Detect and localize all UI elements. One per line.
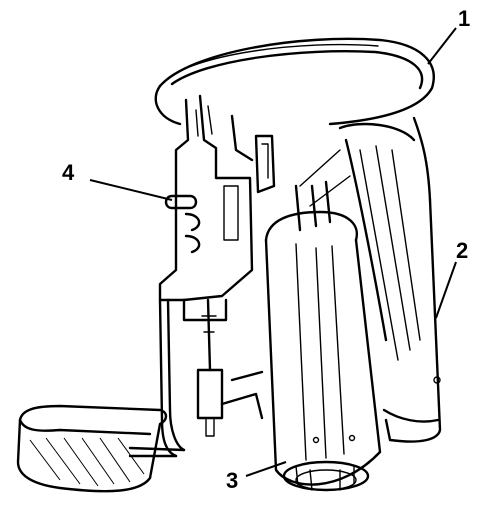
- reservoir-housing: [264, 210, 382, 492]
- callout-1: 1: [458, 6, 470, 31]
- callout-3: 3: [226, 468, 238, 493]
- mounting-bracket: [158, 94, 276, 322]
- leader-3: [245, 461, 287, 477]
- callout-2: 2: [456, 238, 468, 263]
- float: [16, 404, 168, 493]
- leader-4: [89, 179, 173, 201]
- fuel-level-sender: [128, 298, 264, 458]
- leader-1: [427, 27, 457, 65]
- flange-top-cover: [154, 37, 435, 202]
- leader-2: [435, 261, 457, 319]
- leader-lines: [89, 27, 457, 477]
- callout-4: 4: [62, 160, 75, 185]
- outer-canister: [294, 122, 442, 443]
